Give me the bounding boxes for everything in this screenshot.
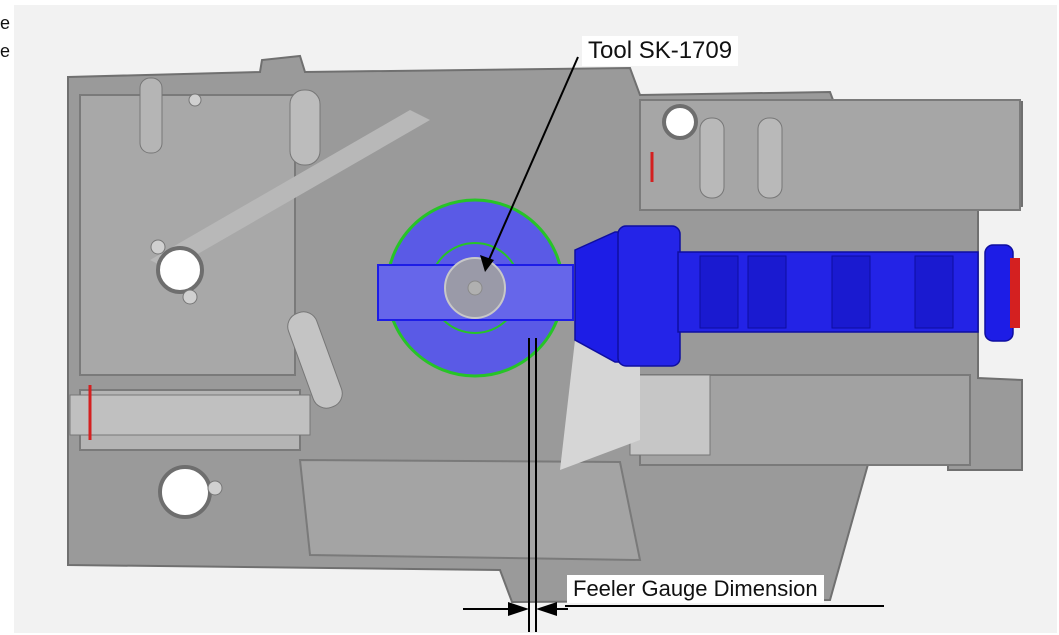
stud-4 (188, 93, 202, 107)
left-edge-text-1: e (0, 13, 11, 33)
boss-3 (699, 117, 725, 199)
shaft-spline-3 (831, 255, 871, 329)
left-edge-text-2: e (0, 41, 11, 61)
boss-1 (139, 77, 163, 154)
shaft-spline-2 (747, 255, 787, 329)
shaft-spline-4 (914, 255, 954, 329)
housing-lower-body (298, 458, 642, 562)
tool-label: Tool SK-1709 (582, 36, 739, 66)
tool-leader-line (487, 56, 579, 263)
arrow-left-icon (463, 602, 529, 616)
boss-5 (287, 311, 343, 409)
mount-hole-lower (158, 465, 212, 519)
pipe-right (629, 374, 711, 456)
stud-2 (182, 289, 198, 305)
housing-rib (150, 110, 430, 270)
housing-left-panel (79, 94, 296, 376)
pipe-left (69, 394, 311, 436)
boss-4 (757, 117, 783, 199)
boss-2 (289, 89, 321, 166)
housing-bore-shadow (560, 340, 640, 470)
shaft-end-flange (984, 244, 1014, 342)
tool-leader-arrowhead (480, 255, 494, 272)
arrow-right-icon (536, 602, 568, 616)
feeler-gauge-label: Feeler Gauge Dimension (567, 575, 824, 603)
shaft-spline-1 (699, 255, 739, 329)
stud-3 (207, 480, 223, 496)
tool-hub-center (467, 280, 483, 296)
stud-1 (150, 239, 166, 255)
mount-hole-left (156, 246, 204, 294)
shaft-end-red (1010, 258, 1020, 328)
mount-hole-top (662, 104, 698, 140)
shaft-collar (617, 225, 681, 367)
